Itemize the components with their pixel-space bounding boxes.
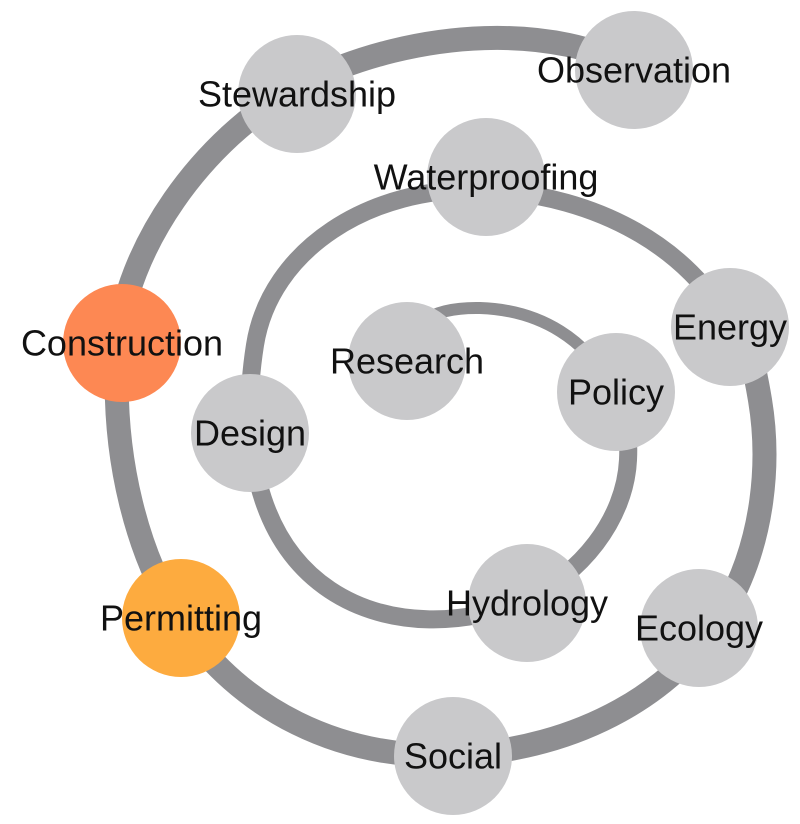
node-design-circle [191, 374, 309, 492]
node-stewardship[interactable]: Stewardship [198, 35, 396, 153]
node-observation[interactable]: Observation [537, 11, 731, 129]
node-social-circle [394, 697, 512, 815]
node-ecology[interactable]: Ecology [635, 569, 763, 687]
node-permitting-circle [122, 559, 240, 677]
node-permitting-label: Permitting [100, 598, 262, 639]
node-energy-circle [671, 268, 789, 386]
node-waterproofing-label: Waterproofing [374, 157, 599, 198]
node-policy[interactable]: Policy [557, 333, 675, 451]
node-energy[interactable]: Energy [671, 268, 789, 386]
node-waterproofing[interactable]: Waterproofing [374, 118, 599, 236]
node-stewardship-label: Stewardship [198, 74, 396, 115]
node-policy-circle [557, 333, 675, 451]
node-hydrology[interactable]: Hydrology [446, 544, 608, 662]
node-ecology-circle [640, 569, 758, 687]
node-construction[interactable]: Construction [21, 284, 223, 402]
node-ecology-label: Ecology [635, 608, 763, 649]
node-stewardship-circle [238, 35, 356, 153]
node-hydrology-circle [468, 544, 586, 662]
node-observation-circle [575, 11, 693, 129]
node-waterproofing-circle [427, 118, 545, 236]
node-research-label: Research [330, 341, 484, 382]
node-construction-circle [63, 284, 181, 402]
node-design-label: Design [194, 413, 306, 454]
node-social[interactable]: Social [394, 697, 512, 815]
node-research[interactable]: Research [330, 302, 484, 420]
node-research-circle [348, 302, 466, 420]
node-observation-label: Observation [537, 50, 731, 91]
node-construction-label: Construction [21, 323, 223, 364]
node-energy-label: Energy [673, 307, 787, 348]
node-hydrology-label: Hydrology [446, 583, 608, 624]
node-permitting[interactable]: Permitting [100, 559, 262, 677]
node-social-label: Social [404, 736, 502, 777]
node-policy-label: Policy [568, 372, 664, 413]
node-design[interactable]: Design [191, 374, 309, 492]
